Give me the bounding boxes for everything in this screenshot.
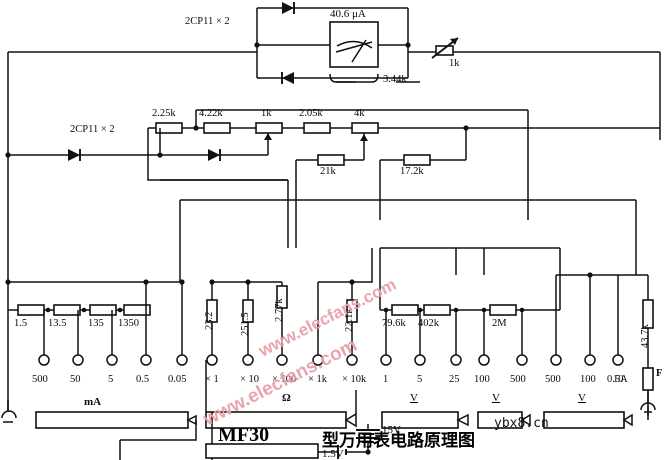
- terminal-label-v-5[interactable]: 5: [417, 374, 423, 385]
- battery-15v-label: 15V: [382, 424, 401, 436]
- terminal-label-ohm-x100[interactable]: × 100: [272, 374, 297, 385]
- label-2-25k: 2.25k: [152, 108, 176, 119]
- pot-1k-label: 1k: [449, 58, 460, 69]
- label-17-2k: 17.2k: [400, 166, 424, 177]
- label-2m: 2M: [492, 318, 507, 329]
- terminal-label-ohm-x1[interactable]: × 1: [205, 374, 219, 385]
- resistor-135: [89, 304, 117, 316]
- terminal-label-v-1[interactable]: 1: [383, 374, 389, 385]
- resistor-22-1k: [346, 299, 358, 323]
- resistor-23-2: [206, 299, 218, 323]
- fuse-designator: F: [656, 368, 663, 379]
- terminal-label-ohm-x10[interactable]: × 10: [240, 374, 260, 385]
- resistor-17-2k: [403, 154, 431, 166]
- terminal-label-v-25[interactable]: 25: [449, 374, 460, 385]
- resistor-251-5: [242, 299, 254, 323]
- resistor-2-25k: [155, 122, 183, 134]
- source-url: ybx8.cn: [494, 416, 549, 431]
- terminal-label-ma-0-05[interactable]: 0.05: [168, 374, 187, 385]
- label-13-5: 13.5: [48, 318, 67, 329]
- terminal-label-v-500b[interactable]: 500: [545, 374, 561, 385]
- fuse-symbol: [642, 367, 654, 391]
- label-1350: 1350: [118, 318, 139, 329]
- resistor-1k: [255, 122, 283, 134]
- switch-label-ohm: Ω: [282, 392, 291, 404]
- switch-bar-volt-3: [543, 411, 625, 429]
- resistor-402k: [423, 304, 451, 316]
- meter-current-label: 40.6 μA: [330, 8, 366, 20]
- fuse-label: 0.5A: [607, 374, 628, 385]
- label-402k: 402k: [418, 318, 439, 329]
- switch-bar-ma: [35, 411, 189, 429]
- switch-bar-ohm-lower: [205, 443, 319, 459]
- terminal-label-ma-0-5[interactable]: 0.5: [136, 374, 150, 385]
- label-2-77k: 2.77k: [274, 298, 285, 322]
- label-23-2: 23.2: [204, 311, 215, 330]
- label-21k: 21k: [320, 166, 336, 177]
- terminal-label-ma-50[interactable]: 50: [70, 374, 81, 385]
- switch-label-volt-1: V: [410, 392, 418, 404]
- resistor-2m: [489, 304, 517, 316]
- label-1k: 1k: [261, 108, 272, 119]
- resistor-1-5: [17, 304, 45, 316]
- terminal-label-ma-5[interactable]: 5: [108, 374, 114, 385]
- terminal-label-v-500[interactable]: 500: [510, 374, 526, 385]
- battery-1-5v-symbol: [318, 445, 368, 459]
- label-79-6k: 79.6k: [382, 318, 406, 329]
- label-43-7k: 43.7k: [640, 324, 651, 348]
- label-135: 135: [88, 318, 104, 329]
- diode-pair-label-left: 2CP11 × 2: [70, 124, 115, 135]
- label-1-5: 1.5: [14, 318, 28, 329]
- terminal-label-ohm-x1k[interactable]: × 1k: [308, 374, 328, 385]
- label-4-22k: 4.22k: [199, 108, 223, 119]
- terminal-label-v-100[interactable]: 100: [474, 374, 490, 385]
- switch-label-ma: mA: [84, 396, 102, 408]
- potentiometer-1k: [435, 45, 454, 56]
- label-2-05k: 2.05k: [299, 108, 323, 119]
- resistor-43-7k: [642, 299, 654, 329]
- terminal-label-v-10[interactable]: 10: [613, 374, 624, 385]
- shunt-3-44k-label: 3.44k: [383, 74, 407, 85]
- terminal-label-ohm-x10k[interactable]: × 10k: [342, 374, 367, 385]
- resistor-4k: [351, 122, 379, 134]
- page-title-chinese: 型万用表电路原理图: [322, 431, 475, 451]
- resistor-21k: [317, 154, 345, 166]
- diode-pair-label-top: 2CP11 × 2: [185, 16, 230, 27]
- resistor-13-5: [53, 304, 81, 316]
- terminal-label-ma-500[interactable]: 500: [32, 374, 48, 385]
- resistor-4-22k: [203, 122, 231, 134]
- resistor-79-6k: [391, 304, 419, 316]
- resistor-1350: [123, 304, 151, 316]
- switch-label-volt-3: V: [578, 392, 586, 404]
- label-4k: 4k: [354, 108, 365, 119]
- battery-1-5v-label: 1.5V: [322, 448, 344, 460]
- terminal-label-v-100b[interactable]: 100: [580, 374, 596, 385]
- switch-label-volt-2: V: [492, 392, 500, 404]
- resistor-2-05k: [303, 122, 331, 134]
- label-251-5: 251.5: [240, 312, 251, 336]
- page-title-model: MF30: [218, 424, 270, 446]
- terminal-row: [38, 354, 624, 366]
- resistor-2-77k: [276, 285, 288, 309]
